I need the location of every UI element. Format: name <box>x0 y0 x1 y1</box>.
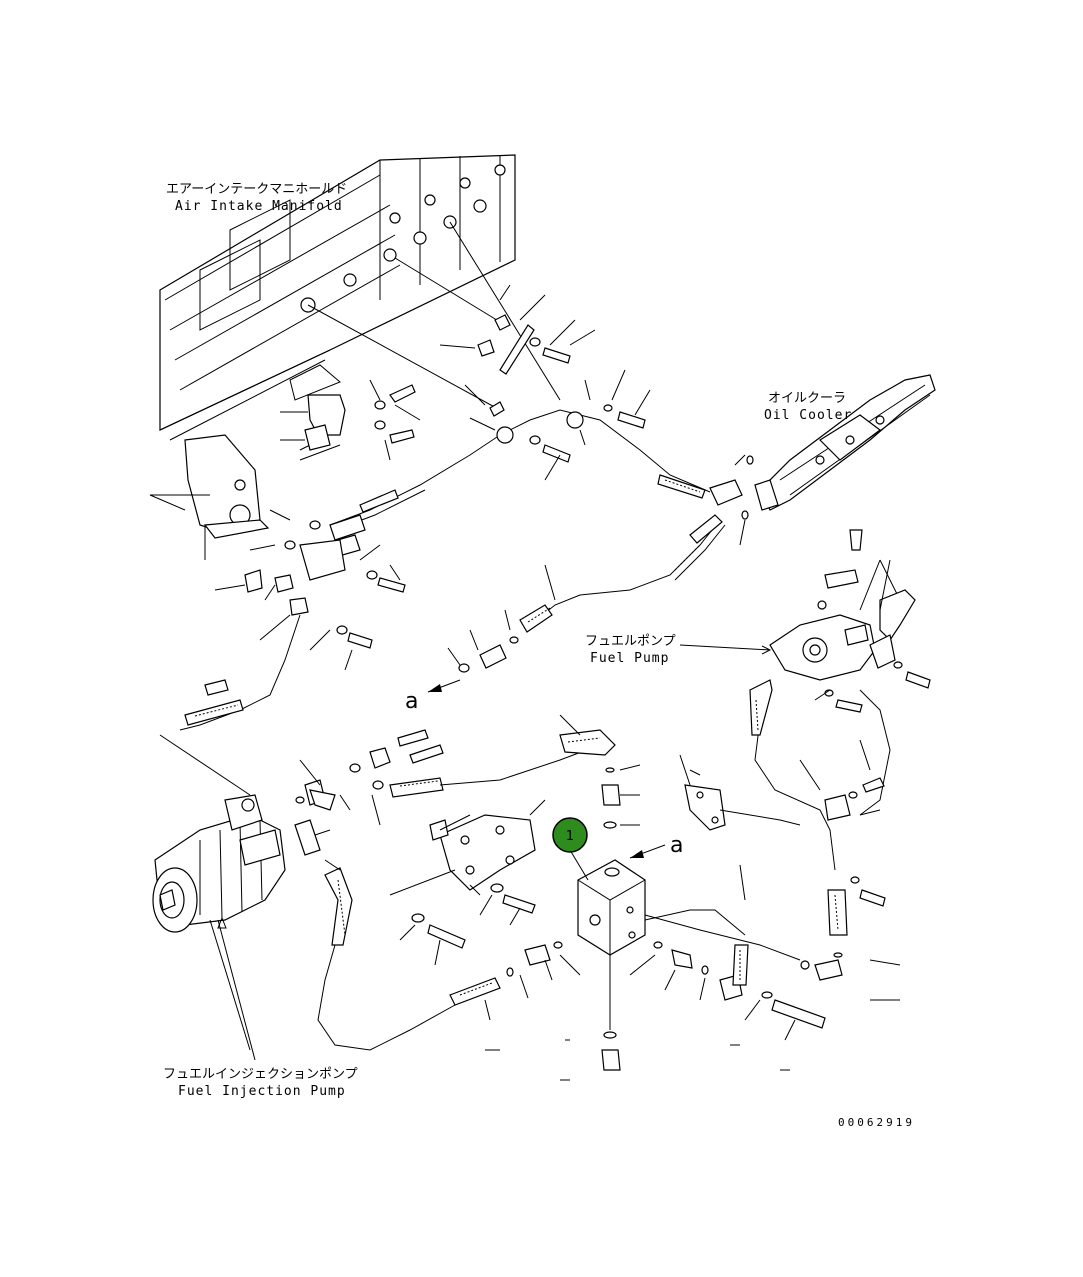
injection-pump-label-jp: フュエルインジェクションポンプ <box>163 1067 358 1082</box>
fuel-filter-block <box>485 764 901 1081</box>
view-arrow-left <box>427 679 461 693</box>
bracket-lower-right <box>679 754 801 831</box>
fuel-line-upper <box>329 284 743 531</box>
callout-leader <box>569 849 589 881</box>
fuel-pump-label-jp: フュエルポンプ <box>585 634 676 649</box>
callout-marker[interactable]: 1 <box>552 817 588 853</box>
bracket-plate <box>389 799 546 966</box>
view-a-label-right: a <box>670 833 683 858</box>
callout-circle[interactable] <box>552 817 588 853</box>
fuel-line-right <box>749 679 891 981</box>
fuel-line-left <box>159 509 406 796</box>
oil-cooler <box>734 374 936 546</box>
air-intake-label-en: Air Intake Manifold <box>175 199 343 214</box>
drawing-code: 00062919 <box>838 1116 915 1129</box>
leader-lines <box>289 221 561 461</box>
injection-pump-label-en: Fuel Injection Pump <box>178 1084 346 1099</box>
fuel-pump <box>679 529 931 713</box>
view-a-label-left: a <box>405 689 418 714</box>
oil-cooler-label-jp: オイルクーラ <box>768 391 846 406</box>
fuel-injection-pump <box>152 794 286 1051</box>
filter-head <box>149 434 270 539</box>
air-intake-manifold <box>159 154 516 441</box>
oil-cooler-label-en: Oil Cooler <box>764 408 852 423</box>
hose-leader <box>739 864 746 901</box>
fuel-line-middle <box>447 514 726 673</box>
injection-pump-leader <box>217 919 256 1061</box>
view-arrow-right <box>629 844 666 859</box>
air-intake-label-jp: エアーインテークマニホールド <box>166 182 347 197</box>
fuel-line-bottom <box>317 859 553 1051</box>
fuel-pump-label-en: Fuel Pump <box>590 651 669 666</box>
connectors-middle <box>294 714 616 856</box>
callout-number[interactable]: 1 <box>566 829 574 844</box>
brackets-upper <box>280 379 421 461</box>
